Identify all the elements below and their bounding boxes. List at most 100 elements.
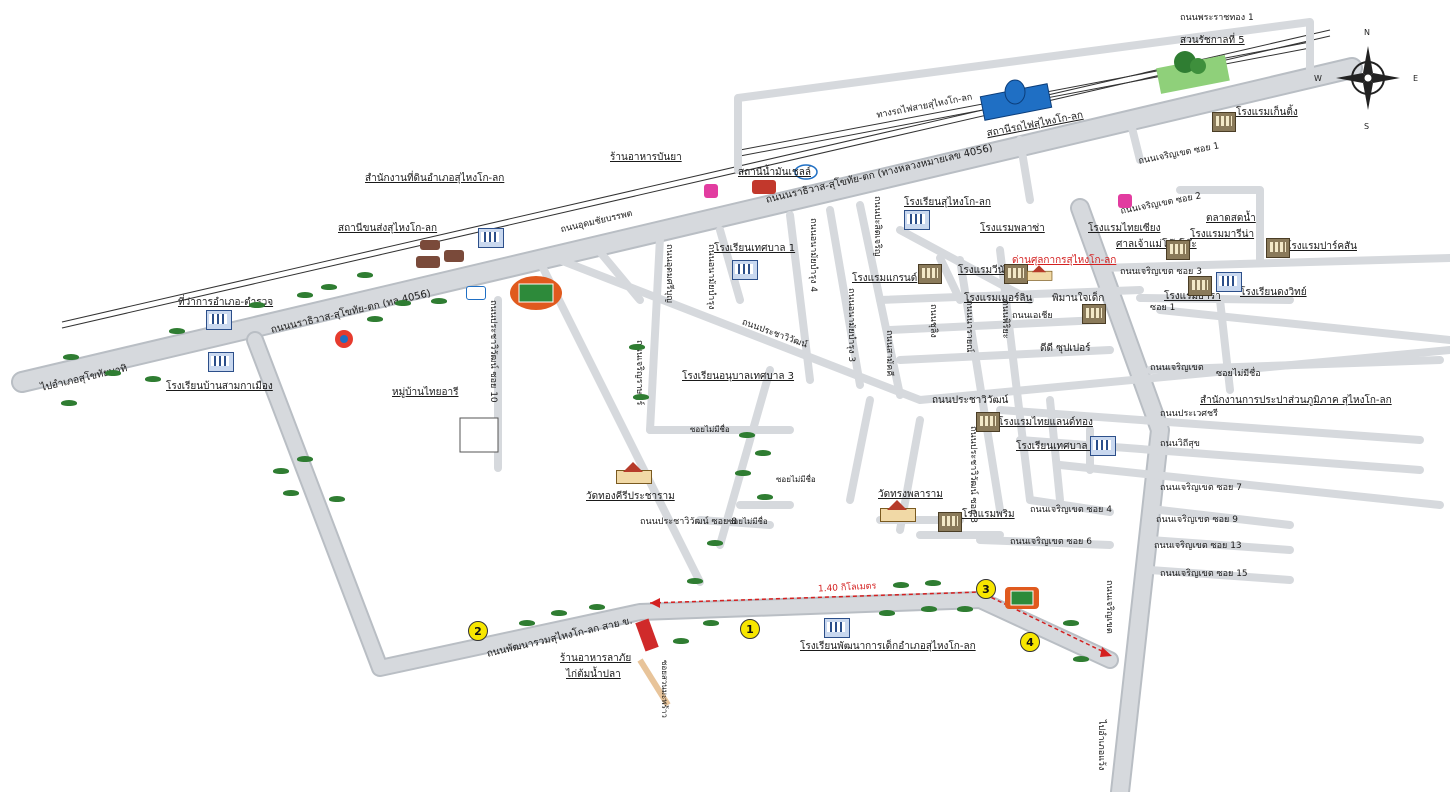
rd-narai-label: ถนนนารายณ์ xyxy=(964,300,974,353)
school-bankuan-label: โรงเรียนบ้านสามกาเมือง xyxy=(166,381,273,392)
village-label: หมู่บ้านไทยอารี xyxy=(392,387,459,398)
hotel-venus-icon xyxy=(1004,264,1028,284)
bridge-icon xyxy=(635,618,671,707)
tree-icon xyxy=(518,618,536,628)
charoenkhet-4-label: ถนนเจริญเขต ซอย 4 xyxy=(1030,505,1112,515)
prachawiwat-8-label: ถนนประชาวิวัฒน์ ซอย 8 xyxy=(640,517,737,527)
rd-samakhi-label: ถนนสามัคคี xyxy=(884,330,894,377)
to-tak-label: ไปอำเภอแว้ง xyxy=(1096,720,1106,771)
wat-tong-label: วัดทองคีรีประชาราม xyxy=(586,491,675,502)
park-label: สวนรัชกาลที่ 5 xyxy=(1180,35,1245,46)
tree-icon xyxy=(366,314,384,324)
customs-label: ด่านศุลกากรสุไหงโก-ลก xyxy=(1012,255,1117,266)
hotel-dhanot-icon xyxy=(976,412,1000,432)
school-ndong-icon xyxy=(1216,272,1242,292)
marker-4[interactable]: 4 xyxy=(1020,632,1040,652)
tree-icon xyxy=(628,342,646,352)
esso-icon xyxy=(794,164,818,180)
compass-n: N xyxy=(1364,28,1370,37)
hotel-merlin-icon xyxy=(1082,304,1106,324)
charoenkhet-rd-label: ถนนเจริญเขต xyxy=(1150,363,1204,373)
bus-icon-2 xyxy=(444,250,464,262)
wat-pon-label: วัดทรงพลาราม xyxy=(878,489,943,500)
tree-icon xyxy=(248,300,266,310)
charoenkhet-15-label: ถนนเจริญเขต ซอย 15 xyxy=(1160,569,1248,579)
tree-icon xyxy=(168,326,186,336)
charoenkhet-3-label: ถนนเจริญเขต ซอย 3 xyxy=(1120,267,1202,277)
tree-icon xyxy=(394,298,412,308)
school-thesaban1b-icon xyxy=(1090,436,1116,456)
soi-tonma-label: ซอยไม่มีชื่อ xyxy=(1216,369,1261,379)
rd-phiriya-label: ถนนพิริยะ xyxy=(1000,300,1010,339)
tree-icon xyxy=(550,608,568,618)
hotel-kendi-label: โรงแรมเก็นติ้ง xyxy=(1236,107,1298,118)
school-dev-label: โรงเรียนพัฒนาการเด็กอำเภอสุไหงโก-ลก xyxy=(800,641,976,652)
charoenkhet-13-label: ถนนเจริญเขต ซอย 13 xyxy=(1154,541,1242,551)
soi-tonnam-label: ซอยไม่มีชื่อ xyxy=(690,425,730,434)
tree-icon xyxy=(296,290,314,300)
tree-icon xyxy=(60,398,78,408)
tree-icon xyxy=(924,578,942,588)
hotel-venus-label: โรงแรมวีนัส xyxy=(958,265,1011,276)
asia-rd-label: ถนนเอเชีย xyxy=(1012,311,1053,321)
fishery-sign-label: ซอยสวนมะพร้าว xyxy=(660,660,669,718)
stadium-icon xyxy=(510,276,562,310)
rd-8-label: ถนนประชาวิวัฒน์ ซอย 3 xyxy=(968,426,978,523)
tree-icon xyxy=(632,392,650,402)
school-thesaban3-label: โรงเรียนอนุบาลเทศบาล 3 xyxy=(682,371,795,382)
bus-icon-3 xyxy=(420,240,440,250)
tree-icon xyxy=(756,492,774,502)
tree-icon xyxy=(738,430,756,440)
soi1-label: ซอย 1 xyxy=(1150,303,1176,313)
rd-anam2-label: ถนนอนามัยบำรุง 3 xyxy=(846,288,856,363)
stadium-icon-2 xyxy=(1005,587,1039,609)
police-label: ที่ว่าการอำเภอ-ตำรวจ xyxy=(178,297,274,308)
tree-icon xyxy=(702,618,720,628)
hotel-park-icon xyxy=(1266,238,1290,258)
gas-station-label: สถานีน้ำมันเชลล์ xyxy=(738,167,811,178)
tree-icon xyxy=(706,538,724,548)
tree-icon xyxy=(1062,618,1080,628)
info-sign-icon xyxy=(466,286,486,300)
railway-track xyxy=(61,29,1331,329)
tree-icon xyxy=(296,454,314,464)
tree-icon xyxy=(272,466,290,476)
transport-label: สถานีขนส่งสุไหงโก-ลก xyxy=(338,223,438,234)
school-sukhothai-icon xyxy=(904,210,930,230)
hotel-tara-label: โรงแรมธารา xyxy=(1164,291,1221,302)
tree-icon xyxy=(144,374,162,384)
soi-tonnam3-label: ซอยไม่มีชื่อ xyxy=(728,517,768,526)
school-ndong-label: โรงเรียนดงวิทย์ xyxy=(1240,287,1307,298)
pinanjai-label: พิมานใจเด็ก xyxy=(1052,293,1105,304)
restaurant-bottom-2-label: ไก่ต้มน้ำปลา xyxy=(566,669,621,680)
rd-charoenrat-label: ถนนเจริญราษฎร์ xyxy=(634,340,644,406)
shop-icon xyxy=(1118,194,1132,208)
phrathong-label: ถนนพระราชทอง 1 xyxy=(1180,13,1254,23)
tree-icon xyxy=(1072,654,1090,664)
tree-icon xyxy=(328,494,346,504)
hotel-tara-icon xyxy=(1188,276,1212,296)
rd-pasit-label: ถนนปะสิตเจริญ xyxy=(872,196,882,257)
hotel-pala-label: โรงแรมพลาซ่า xyxy=(980,223,1045,234)
school-sukhothai-label: โรงเรียนสุไหงโก-ลก xyxy=(904,197,991,208)
rd-anam3-label: ถนนอนามัยบำรุง 4 xyxy=(808,218,818,293)
marker-1[interactable]: 1 xyxy=(740,619,760,639)
tree-icon xyxy=(754,448,772,458)
rd-anam-label: ถนนอนามัยบำรุง xyxy=(706,244,716,310)
charoenkhet-7-label: ถนนเจริญเขต ซอย 7 xyxy=(1160,483,1242,493)
marker-3[interactable]: 3 xyxy=(976,579,996,599)
wat-pon-icon xyxy=(880,500,916,522)
gas-station-icon xyxy=(752,180,776,194)
tree-icon xyxy=(430,296,448,306)
hotel-thai-label: โรงแรมไทยเซียง xyxy=(1088,223,1161,234)
marker-2[interactable]: 2 xyxy=(468,621,488,641)
school-thesaban1b-label: โรงเรียนเทศบาล 1 xyxy=(1016,441,1098,452)
bus-icon xyxy=(416,256,440,268)
tree-icon xyxy=(104,368,122,378)
school-thesaban1-icon xyxy=(732,260,758,280)
compass-icon xyxy=(1336,46,1400,110)
tree-icon xyxy=(62,352,80,362)
school-dev-icon xyxy=(824,618,850,638)
fresh-market-label: ตลาดสดน้ำ xyxy=(1206,213,1256,224)
charoenkhet-6-label: ถนนเจริญเขต ซอย 6 xyxy=(1010,537,1092,547)
